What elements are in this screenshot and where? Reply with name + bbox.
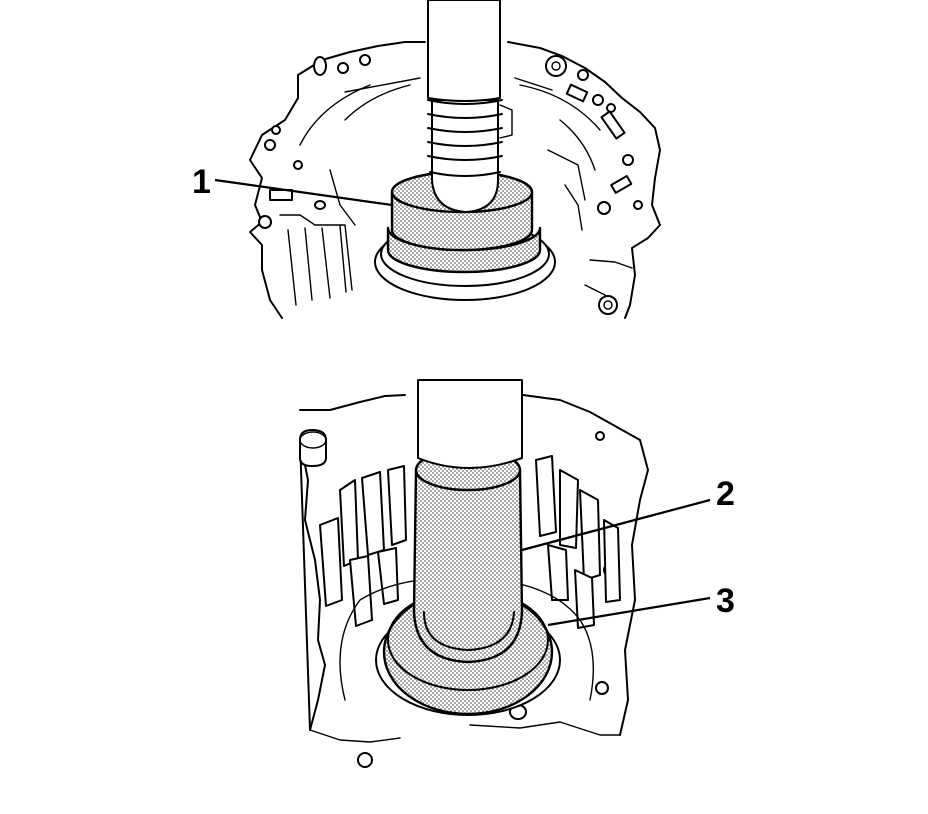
bottom-clutch-splines bbox=[319, 455, 621, 629]
top-handle-lower bbox=[431, 99, 499, 213]
bottom-handle-shaft bbox=[417, 379, 523, 469]
callout-3-label: 3 bbox=[716, 582, 735, 620]
top-right-bracket bbox=[547, 149, 633, 296]
top-handle-knurl bbox=[427, 99, 503, 177]
callout-2: 2 bbox=[521, 475, 735, 552]
top-handle-shaft bbox=[427, 0, 501, 102]
top-case-outline bbox=[249, 41, 661, 319]
top-case-inner-rim bbox=[299, 84, 601, 171]
bottom-installer-body bbox=[412, 468, 524, 664]
callout-2-label: 2 bbox=[716, 475, 735, 513]
top-view bbox=[249, 0, 661, 319]
callout-3: 3 bbox=[547, 582, 735, 627]
top-bolt-holes bbox=[258, 54, 643, 315]
top-left-housing bbox=[279, 214, 353, 306]
callout-1-label: 1 bbox=[192, 163, 211, 201]
bottom-view bbox=[299, 379, 649, 768]
callout-1: 1 bbox=[192, 163, 393, 207]
